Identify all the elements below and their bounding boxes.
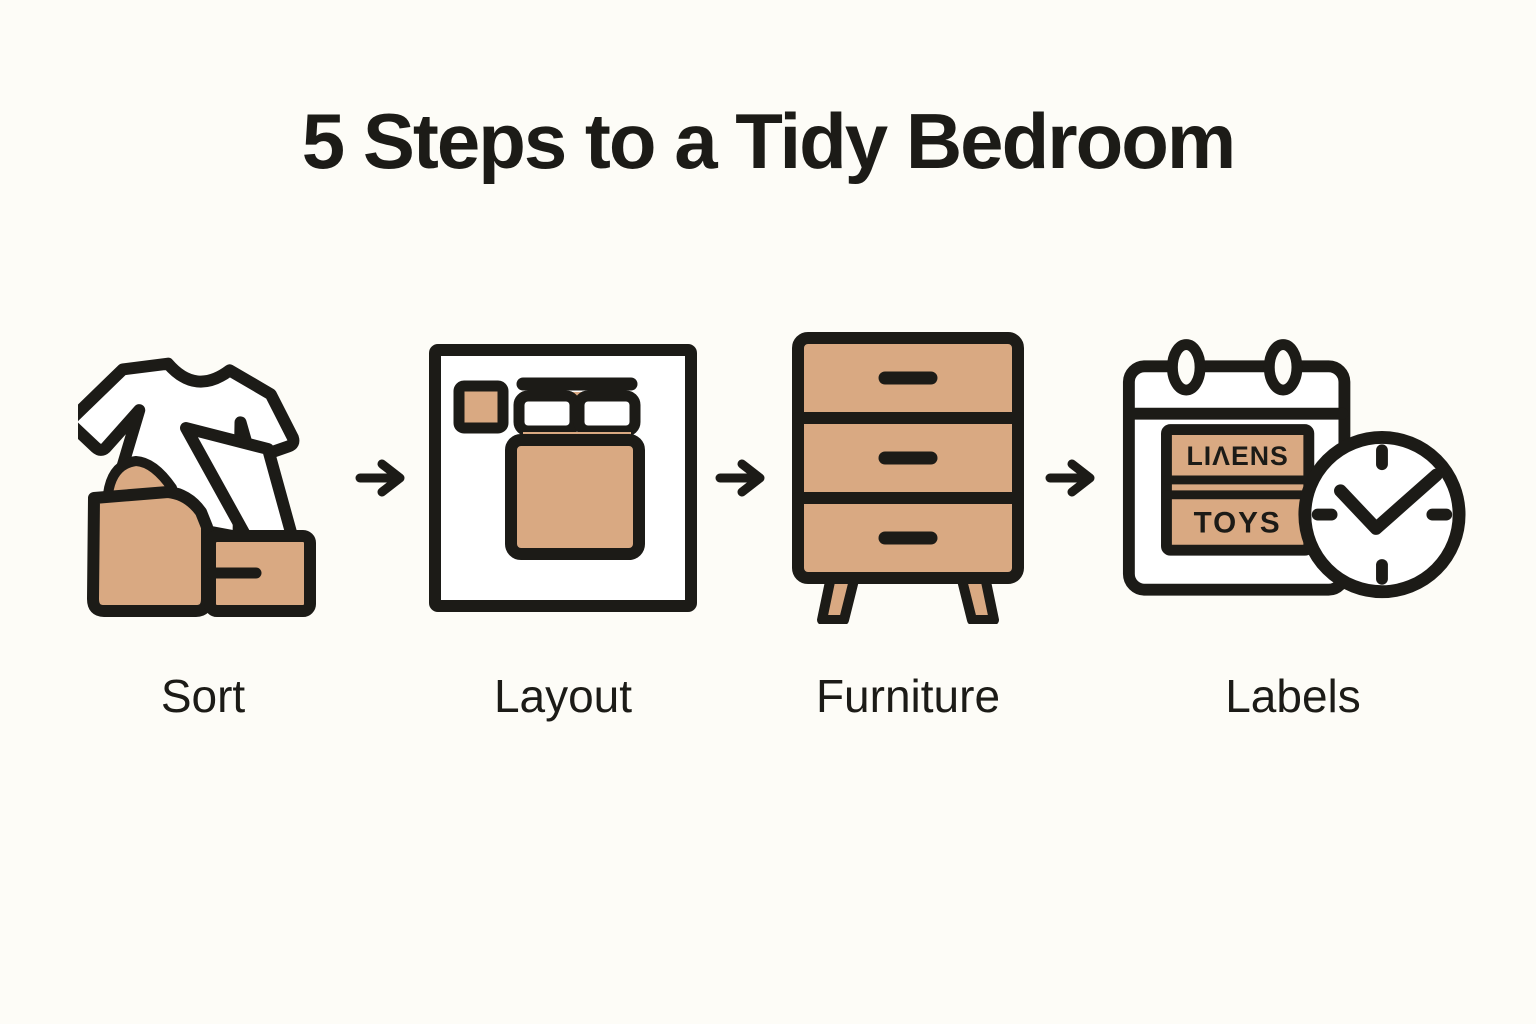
arrow-3 [1028, 458, 1118, 498]
calendar-ring-left [1166, 339, 1206, 396]
clock-hands [1334, 468, 1443, 535]
steps-row: LIΛENS TOYS Sort Layout Furniture Labels [68, 327, 1468, 723]
page-title: 5 Steps to a Tidy Bedroom [301, 97, 1236, 185]
calendar-ring-right [1263, 339, 1303, 396]
right-arrow-icon [715, 459, 765, 497]
step-furniture [788, 327, 1028, 629]
right-arrow-icon [1045, 459, 1095, 497]
duvet-shape [505, 434, 645, 560]
dresser-icon [792, 332, 1024, 624]
arrow-1 [338, 458, 428, 498]
label-tag-linens: LIΛENS [1186, 441, 1288, 471]
nightstand-shape [453, 380, 509, 434]
step-label-labels: Labels [1225, 670, 1361, 722]
step-labels: LIΛENS TOYS [1118, 327, 1468, 629]
right-arrow-icon [355, 459, 405, 497]
label-tag-toys: TOYS [1194, 506, 1282, 539]
step-label-furniture: Furniture [815, 670, 1001, 722]
step-label-sort: Sort [160, 670, 246, 722]
calendar-clock-icon: LIΛENS TOYS [1122, 339, 1466, 599]
bedroom-floorplan-icon [429, 344, 697, 612]
infographic-canvas: 5 Steps to a Tidy Bedroom [0, 96, 1536, 1024]
step-layout [428, 327, 698, 629]
pillow-right [573, 390, 641, 437]
clothes-pile-icon [78, 357, 316, 617]
clock-face [1298, 431, 1466, 599]
pillow-left [513, 390, 581, 437]
step-sort [68, 327, 338, 629]
arrow-2 [698, 458, 788, 498]
clothes-pile-shape [87, 486, 213, 617]
step-label-layout: Layout [493, 670, 633, 722]
